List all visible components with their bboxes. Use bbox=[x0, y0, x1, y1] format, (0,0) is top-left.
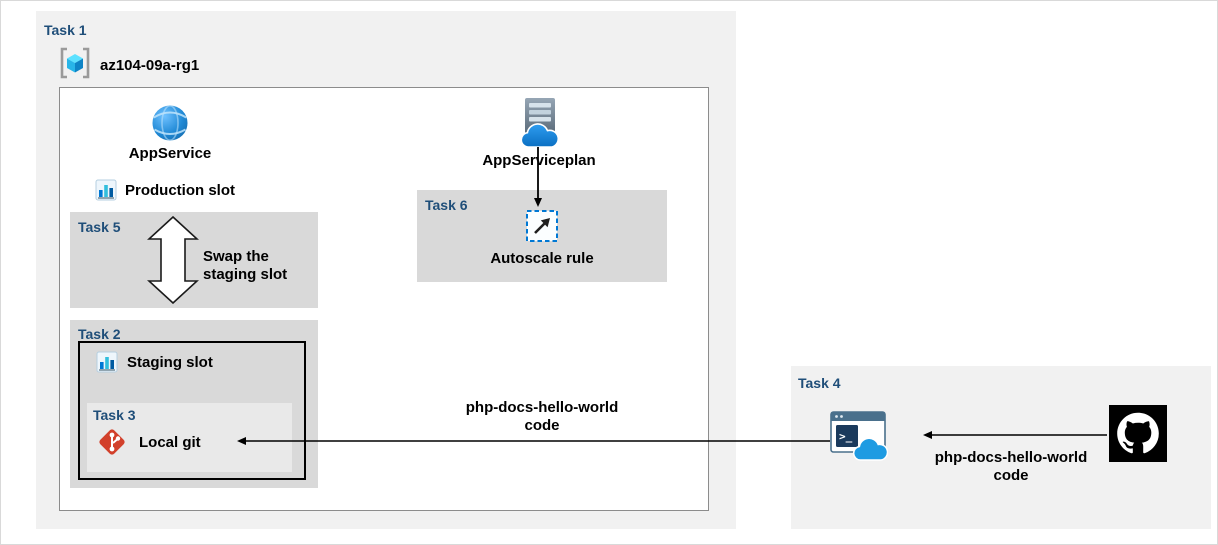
staging-slot-label: Staging slot bbox=[127, 354, 213, 371]
svg-text:>_: >_ bbox=[839, 430, 853, 443]
task3-box: Task 3 Local git bbox=[87, 403, 292, 472]
app-service-plan-icon bbox=[516, 97, 562, 149]
app-service-plan-label: AppServiceplan bbox=[482, 152, 596, 169]
task4-container: Task 4 >_ php-docs-hello-world c bbox=[791, 366, 1211, 529]
swap-text: Swap the staging slot bbox=[203, 248, 287, 284]
local-git-icon bbox=[96, 426, 128, 458]
task4-code-label: php-docs-hello-world code bbox=[917, 449, 1105, 485]
task6-label: Task 6 bbox=[425, 197, 468, 213]
swap-text-line2: staging slot bbox=[203, 266, 288, 283]
production-slot-icon bbox=[95, 179, 117, 201]
staging-slot-boundary: Staging slot Task 3 bbox=[78, 341, 306, 480]
task2-label: Task 2 bbox=[78, 326, 121, 342]
app-service-icon bbox=[151, 104, 189, 142]
deploy-code-label-line1: php-docs-hello-world bbox=[465, 399, 619, 416]
task5-label: Task 5 bbox=[78, 219, 121, 235]
task1-label: Task 1 bbox=[44, 22, 87, 38]
autoscale-rule-label: Autoscale rule bbox=[490, 250, 594, 267]
task2-box: Task 2 Staging slot Ta bbox=[70, 320, 318, 488]
app-service-label: AppService bbox=[128, 145, 212, 162]
local-git-label: Local git bbox=[139, 434, 201, 451]
swap-text-line1: Swap the bbox=[203, 248, 269, 265]
resource-group-name: az104-09a-rg1 bbox=[100, 57, 200, 74]
production-slot-label: Production slot bbox=[125, 182, 235, 199]
github-icon bbox=[1109, 405, 1167, 462]
swap-arrow-icon bbox=[147, 216, 199, 304]
resource-group-icon bbox=[58, 46, 92, 80]
autoscale-icon bbox=[525, 209, 559, 243]
task4-code-label-line1: php-docs-hello-world bbox=[934, 449, 1088, 466]
task4-code-label-line2: code bbox=[993, 467, 1029, 484]
deploy-code-label-line2: code bbox=[524, 417, 560, 434]
task3-label: Task 3 bbox=[93, 407, 136, 423]
cloud-shell-icon: >_ bbox=[830, 408, 888, 462]
task5-box: Task 5 Swap the staging slot bbox=[70, 212, 318, 308]
task4-label: Task 4 bbox=[798, 375, 841, 391]
deploy-code-label: php-docs-hello-world code bbox=[451, 399, 633, 435]
resource-group-boundary: AppService bbox=[59, 87, 709, 511]
task1-container: Task 1 az104-09a-rg1 bbox=[36, 11, 736, 529]
staging-slot-icon bbox=[96, 351, 118, 373]
task6-box: Task 6 Autoscale rule bbox=[417, 190, 667, 282]
